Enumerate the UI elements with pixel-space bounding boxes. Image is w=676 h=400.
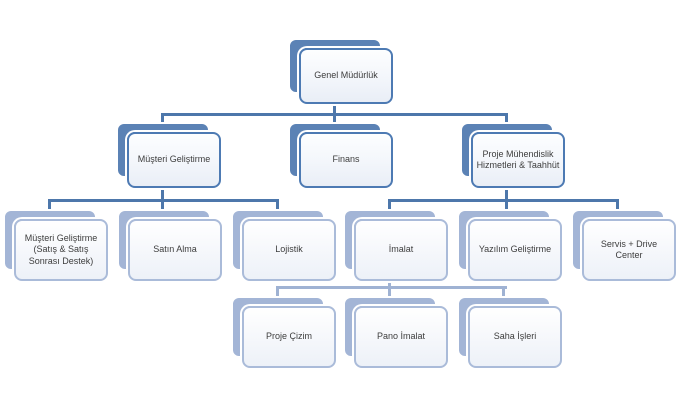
node-box: İmalat [354, 219, 448, 281]
node-box: Servis + Drive Center [582, 219, 676, 281]
node-box: Proje Mühendislik Hizmetleri & Taahhüt [471, 132, 565, 188]
connector-line [161, 113, 164, 124]
connector-line [505, 186, 508, 211]
connector-line [388, 199, 391, 211]
node-label: Pano İmalat [376, 331, 426, 342]
connector-line [276, 286, 279, 298]
connector-line [502, 286, 505, 298]
node-box: Lojistik [242, 219, 336, 281]
node-box: Pano İmalat [354, 306, 448, 368]
node-label: Proje Mühendislik Hizmetleri & Taahhüt [476, 148, 560, 170]
node-label: Satın Alma [153, 244, 197, 255]
node-label: Genel Müdürlük [314, 70, 378, 81]
connector-line [276, 286, 507, 289]
node-box: Proje Çizim [242, 306, 336, 368]
node-box: Yazılım Geliştirme [468, 219, 562, 281]
node-box: Saha İşleri [468, 306, 562, 368]
connector-line [48, 199, 51, 211]
node-label: Saha İşleri [493, 331, 537, 342]
node-label: Servis + Drive Center [600, 238, 658, 260]
connector-line [388, 280, 391, 298]
node-label: Müşteri Geliştirme (Satış & Satış Sonras… [24, 233, 98, 266]
node-box: Genel Müdürlük [299, 48, 393, 104]
node-label: Finans [332, 154, 360, 165]
connector-line [333, 102, 336, 124]
connector-line [505, 113, 508, 124]
node-box: Satın Alma [128, 219, 222, 281]
node-box: Müşteri Geliştirme [127, 132, 221, 188]
node-box: Müşteri Geliştirme (Satış & Satış Sonras… [14, 219, 108, 281]
node-label: Müşteri Geliştirme [137, 154, 211, 165]
node-label: İmalat [388, 244, 414, 255]
connector-line [276, 199, 279, 211]
connector-line [388, 199, 619, 202]
connector-line [616, 199, 619, 211]
connector-line [161, 186, 164, 211]
node-label: Yazılım Geliştirme [478, 244, 552, 255]
node-label: Lojistik [275, 244, 303, 255]
node-box: Finans [299, 132, 393, 188]
node-label: Proje Çizim [265, 331, 312, 342]
